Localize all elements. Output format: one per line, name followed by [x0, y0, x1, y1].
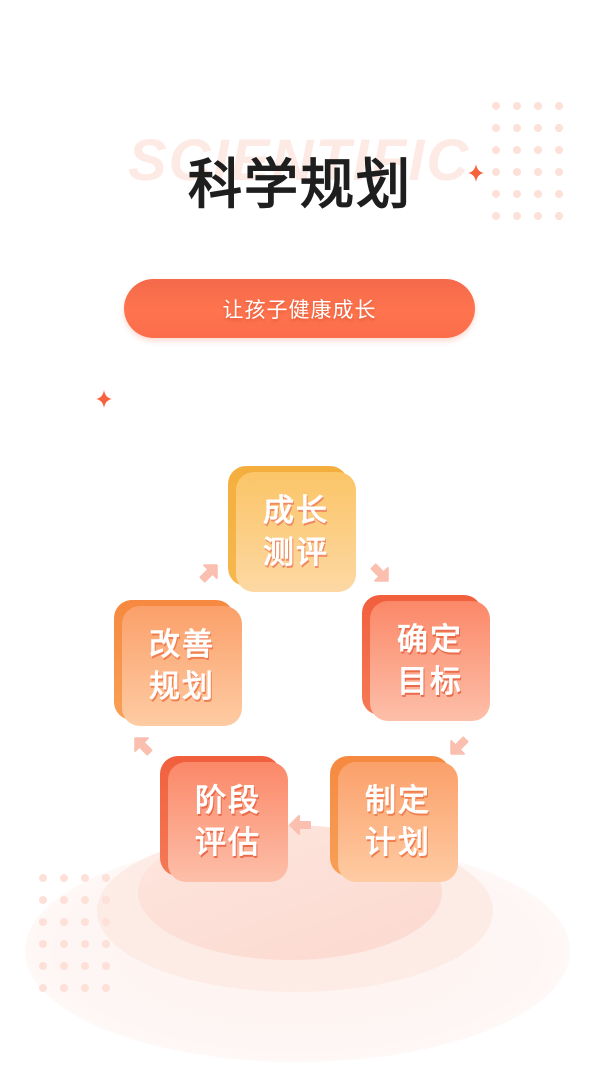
arrow-down-left-icon: [450, 736, 469, 755]
step-label: 确定: [397, 622, 463, 658]
title-watermark: SCIENTIFIC: [128, 128, 471, 193]
step-label: 成长: [263, 493, 329, 529]
step-label: 改善: [149, 627, 215, 663]
step-label: 计划: [365, 825, 431, 861]
step-label: 规划: [149, 669, 215, 705]
step-label: 制定: [365, 783, 431, 819]
step-card-improve-plan[interactable]: 改善 规划: [114, 600, 242, 726]
step-label: 测评: [263, 535, 329, 571]
sparkle-icon: [96, 390, 112, 408]
slogan-pill: 让孩子健康成长: [124, 279, 475, 338]
sparkle-icon: [468, 164, 484, 182]
arrow-down-right-icon: [370, 563, 389, 582]
dot-grid-bottom-left: [39, 874, 110, 992]
step-label: 阶段: [195, 783, 261, 819]
step-label: 目标: [397, 664, 463, 700]
step-card-growth-assessment[interactable]: 成长 测评: [228, 466, 356, 592]
page-title: 科学规划: [188, 153, 412, 216]
step-card-set-goals[interactable]: 确定 目标: [362, 595, 490, 721]
step-card-stage-evaluation[interactable]: 阶段 评估: [160, 756, 288, 882]
dot-grid-top-right: [492, 102, 563, 220]
arrow-up-right-icon: [199, 564, 218, 583]
arrow-left-icon: [289, 815, 311, 835]
step-card-make-plan[interactable]: 制定 计划: [330, 756, 458, 882]
arrow-up-left-icon: [134, 737, 153, 756]
step-label: 评估: [195, 825, 261, 861]
